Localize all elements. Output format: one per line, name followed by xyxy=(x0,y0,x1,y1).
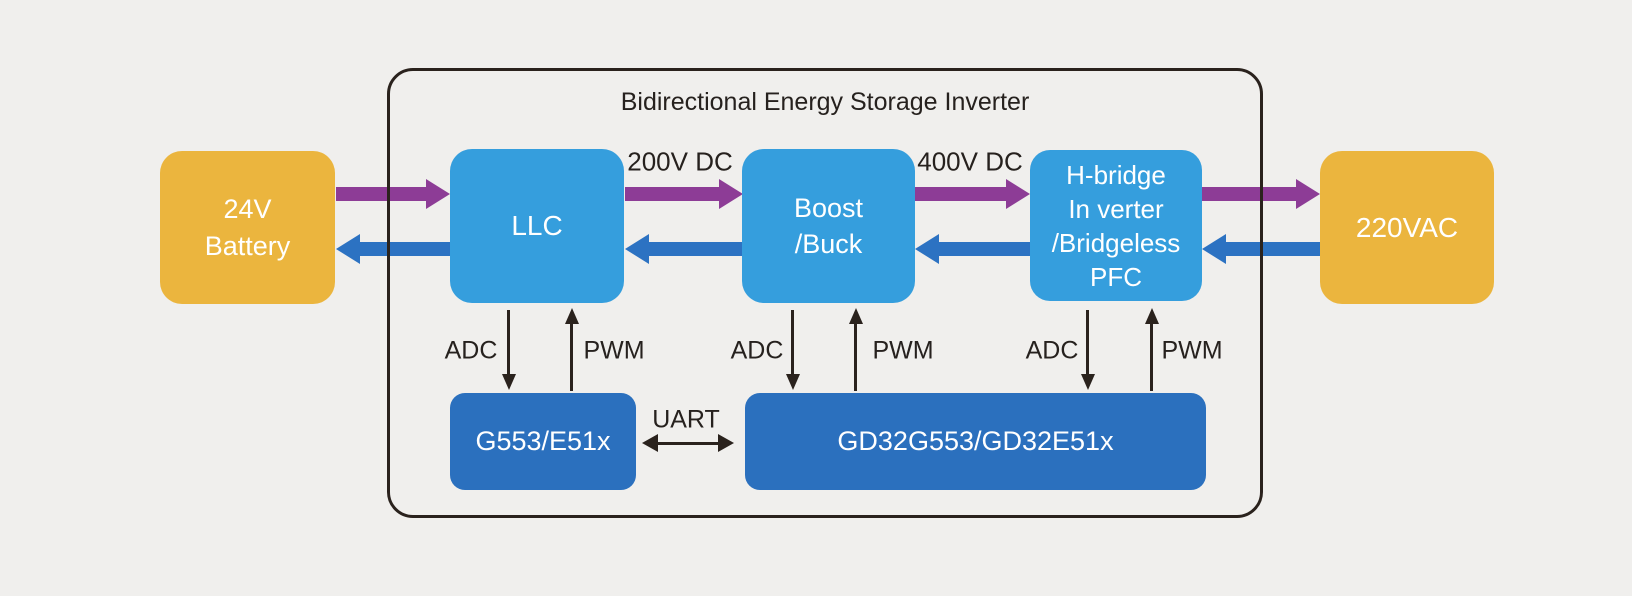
adc-arrow-boost xyxy=(786,310,800,390)
block-label-line: Battery xyxy=(204,230,291,261)
adc-label-llc: ADC xyxy=(444,336,498,365)
block-label-line: G553/E51x xyxy=(475,426,611,456)
block-label-line: Boost xyxy=(793,193,864,223)
arrow-shaft xyxy=(625,187,721,201)
arrow-line xyxy=(854,322,857,391)
arrow-hbridge-to-boost xyxy=(915,234,1030,264)
arrow-line xyxy=(1086,310,1089,376)
arrow-shaft xyxy=(937,242,1030,256)
block-battery: 24V Battery xyxy=(160,151,335,304)
arrow-head-up-icon xyxy=(1145,308,1159,324)
arrow-shaft xyxy=(1224,242,1320,256)
arrow-shaft xyxy=(647,242,743,256)
adc-label-boost: ADC xyxy=(730,336,784,365)
adc-arrow-hbridge xyxy=(1081,310,1095,390)
uart-arrow xyxy=(642,434,734,452)
block-label-line: /Buck xyxy=(794,229,863,259)
arrow-head-right-icon xyxy=(1006,179,1030,209)
arrow-battery-to-llc xyxy=(336,179,450,209)
arrow-shaft xyxy=(915,187,1008,201)
arrow-llc-to-boost xyxy=(625,179,743,209)
block-label-line: GD32G553/GD32E51x xyxy=(837,426,1114,456)
arrow-head-left-icon xyxy=(336,234,360,264)
block-hbridge-inverter-pfc: H-bridge In verter /Bridgeless PFC xyxy=(1030,150,1202,301)
arrow-head-up-icon xyxy=(565,308,579,324)
block-label-line: In verter xyxy=(1068,193,1164,224)
pwm-arrow-hbridge xyxy=(1145,308,1159,391)
arrow-head-left-icon xyxy=(625,234,649,264)
arrow-line xyxy=(654,442,722,445)
arrow-boost-to-llc xyxy=(625,234,743,264)
pwm-label-boost: PWM xyxy=(872,336,934,365)
voltage-label-400vdc: 400V DC xyxy=(917,146,1023,177)
arrow-shaft xyxy=(1202,187,1298,201)
block-llc: LLC xyxy=(450,149,624,303)
arrow-head-down-icon xyxy=(502,374,516,390)
arrow-head-right-icon xyxy=(718,434,734,452)
pwm-arrow-llc xyxy=(565,308,579,391)
pwm-arrow-boost xyxy=(849,308,863,391)
block-boost-buck: Boost /Buck xyxy=(742,149,915,303)
voltage-label-200vdc: 200V DC xyxy=(627,146,733,177)
block-label-line: 220VAC xyxy=(1355,211,1459,243)
adc-label-hbridge: ADC xyxy=(1025,336,1079,365)
arrow-shaft xyxy=(336,187,428,201)
pwm-label-hbridge: PWM xyxy=(1161,336,1223,365)
arrow-head-right-icon xyxy=(719,179,743,209)
arrow-line xyxy=(570,322,573,391)
block-label-line: LLC xyxy=(511,210,563,241)
block-label-line: 24V xyxy=(223,193,272,224)
arrow-head-right-icon xyxy=(426,179,450,209)
arrow-head-down-icon xyxy=(786,374,800,390)
block-label-line: PFC xyxy=(1090,261,1142,292)
arrow-boost-to-hbridge xyxy=(915,179,1030,209)
arrow-head-left-icon xyxy=(915,234,939,264)
block-220vac: 220VAC xyxy=(1320,151,1494,304)
arrow-line xyxy=(507,310,510,376)
arrow-head-left-icon xyxy=(642,434,658,452)
arrow-vac-to-hbridge xyxy=(1202,234,1320,264)
adc-arrow-llc xyxy=(502,310,516,390)
arrow-head-right-icon xyxy=(1296,179,1320,209)
arrow-shaft xyxy=(358,242,450,256)
block-mcu-g553-e51x: G553/E51x xyxy=(450,393,636,490)
arrow-head-up-icon xyxy=(849,308,863,324)
block-label-line: H-bridge xyxy=(1066,159,1166,190)
arrow-head-left-icon xyxy=(1202,234,1226,264)
arrow-head-down-icon xyxy=(1081,374,1095,390)
diagram-title: Bidirectional Energy Storage Inverter xyxy=(620,88,1030,116)
uart-label: UART xyxy=(652,405,720,434)
pwm-label-llc: PWM xyxy=(583,336,645,365)
block-mcu-gd32g553-gd32e51x: GD32G553/GD32E51x xyxy=(745,393,1206,490)
arrow-line xyxy=(1150,322,1153,391)
arrow-hbridge-to-vac xyxy=(1202,179,1320,209)
arrow-line xyxy=(791,310,794,376)
arrow-llc-to-battery xyxy=(336,234,450,264)
block-label-line: /Bridgeless xyxy=(1051,227,1181,258)
